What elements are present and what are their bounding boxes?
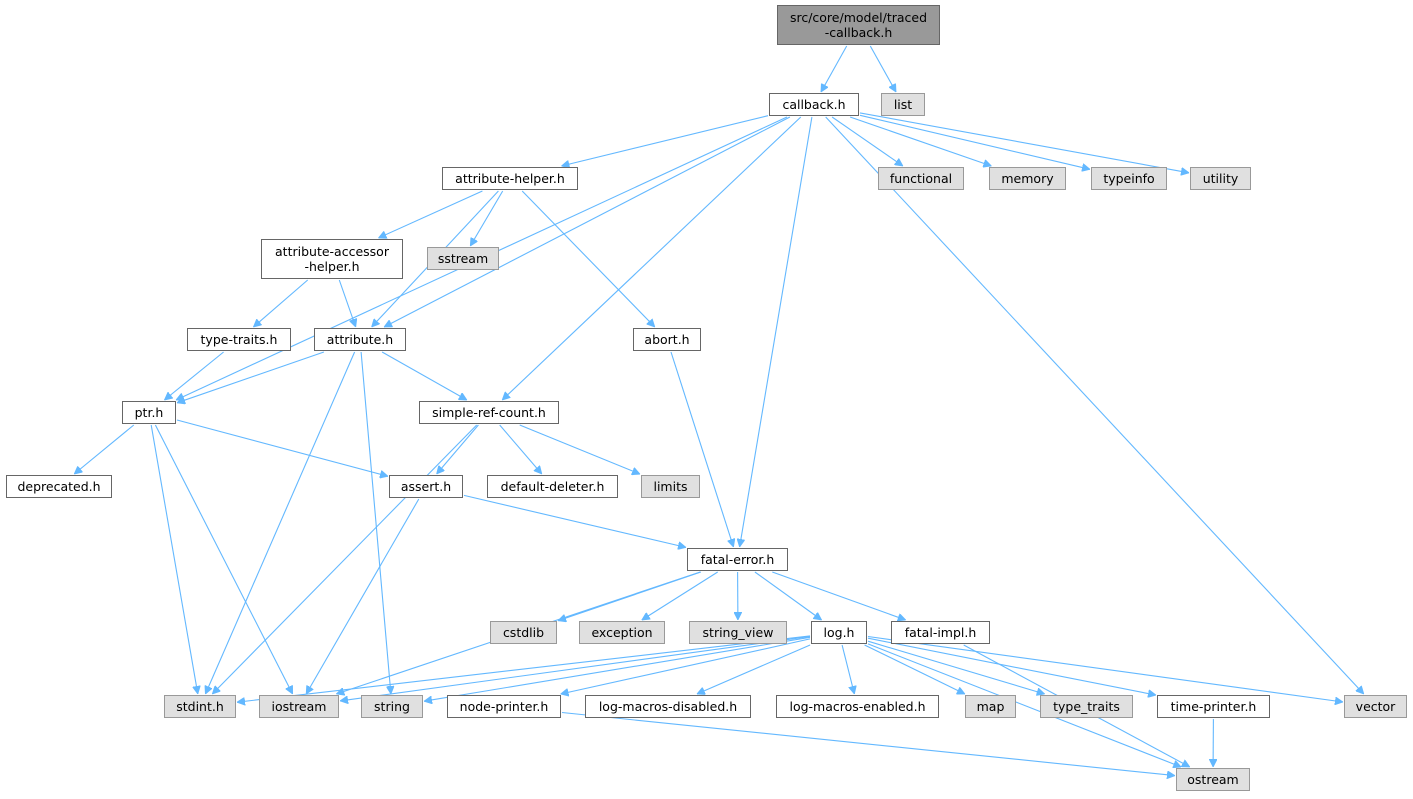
- edge-log-to-time-printer: [867, 637, 1156, 695]
- edge-simple-ref-count-to-stdint: [212, 424, 478, 694]
- node-memory: memory: [989, 167, 1066, 190]
- edge-callback-to-functional: [831, 116, 903, 166]
- node-cstdlib: cstdlib: [490, 621, 557, 644]
- edge-attribute-accessor-helper-to-type-traits-h: [253, 279, 309, 327]
- edge-attribute-to-string: [360, 351, 391, 694]
- edge-simple-ref-count-to-limits: [519, 424, 640, 474]
- edge-traced-callback-to-list: [869, 45, 897, 92]
- node-attribute[interactable]: attribute.h: [314, 328, 406, 351]
- edge-node-printer-to-ostream: [561, 711, 1175, 776]
- node-node-printer[interactable]: node-printer.h: [447, 695, 561, 718]
- edge-log-to-vector: [867, 635, 1343, 703]
- edge-log-to-ostream: [867, 643, 1181, 767]
- node-stdint: stdint.h: [164, 695, 236, 718]
- edge-fatal-error-to-exception: [642, 571, 718, 620]
- edge-attribute-accessor-helper-to-attribute: [338, 279, 355, 327]
- node-default-deleter[interactable]: default-deleter.h: [487, 475, 618, 498]
- edge-assert-to-fatal-error: [463, 494, 686, 547]
- edge-log-to-string: [424, 636, 811, 701]
- edge-attribute-to-simple-ref-count: [381, 351, 467, 401]
- edge-callback-to-attribute-helper: [561, 115, 769, 166]
- node-functional: functional: [878, 167, 964, 190]
- edge-traced-callback-to-callback: [820, 45, 848, 92]
- node-log-macros-enabled[interactable]: log-macros-enabled.h: [776, 695, 939, 718]
- node-abort[interactable]: abort.h: [633, 328, 701, 351]
- edge-ptr-to-assert: [176, 419, 388, 476]
- edge-attribute-to-stdint: [205, 351, 356, 694]
- node-typeinfo: typeinfo: [1091, 167, 1167, 190]
- node-string-view: string_view: [689, 621, 787, 644]
- node-ptr[interactable]: ptr.h: [122, 401, 176, 424]
- edge-fatal-error-to-cstdlib: [558, 571, 702, 621]
- edge-log-to-log-macros-disabled: [697, 644, 811, 694]
- node-limits: limits: [641, 475, 700, 498]
- node-list: list: [881, 93, 925, 116]
- edge-attribute-helper-to-abort: [521, 190, 655, 327]
- edge-attribute-to-ptr: [177, 351, 325, 403]
- node-traced-callback: src/core/model/traced -callback.h: [777, 5, 940, 45]
- edge-callback-to-attribute: [384, 116, 791, 328]
- node-assert[interactable]: assert.h: [389, 475, 463, 498]
- edge-log-to-iostream: [340, 635, 811, 701]
- edge-abort-to-fatal-error: [670, 351, 734, 547]
- edge-log-to-map: [864, 644, 965, 695]
- edge-callback-to-vector: [825, 116, 1364, 694]
- node-callback[interactable]: callback.h: [769, 93, 859, 116]
- node-fatal-error[interactable]: fatal-error.h: [687, 548, 788, 571]
- edge-log-to-node-printer: [561, 638, 811, 694]
- edge-attribute-helper-to-sstream: [469, 190, 504, 246]
- node-exception: exception: [579, 621, 665, 644]
- edge-ptr-to-iostream: [154, 424, 294, 694]
- edge-callback-to-utility: [859, 112, 1189, 173]
- node-time-printer[interactable]: time-printer.h: [1157, 695, 1270, 718]
- edge-callback-to-simple-ref-count: [502, 116, 802, 400]
- edge-assert-to-iostream: [305, 498, 420, 694]
- edge-callback-to-typeinfo: [859, 114, 1090, 169]
- node-attribute-accessor-helper[interactable]: attribute-accessor -helper.h: [261, 239, 403, 279]
- edge-fatal-error-to-log: [754, 571, 822, 620]
- edge-callback-to-fatal-error: [740, 116, 813, 547]
- edge-simple-ref-count-to-default-deleter: [499, 424, 542, 474]
- node-deprecated[interactable]: deprecated.h: [6, 475, 112, 498]
- node-vector: vector: [1344, 695, 1407, 718]
- edge-log-to-log-macros-enabled: [841, 644, 854, 694]
- edge-log-to-type-traits: [867, 640, 1045, 694]
- node-type-traits: type_traits: [1040, 695, 1133, 718]
- edge-ptr-to-deprecated: [74, 424, 135, 474]
- edge-fatal-error-to-fatal-impl: [772, 571, 905, 620]
- edge-callback-to-memory: [849, 116, 991, 166]
- node-utility: utility: [1190, 167, 1251, 190]
- node-fatal-impl[interactable]: fatal-impl.h: [891, 621, 990, 644]
- node-log[interactable]: log.h: [811, 621, 867, 644]
- node-string: string: [361, 695, 423, 718]
- node-ostream: ostream: [1176, 768, 1250, 791]
- edge-ptr-to-stdint: [150, 424, 198, 694]
- node-attribute-helper[interactable]: attribute-helper.h: [442, 167, 578, 190]
- node-map: map: [965, 695, 1016, 718]
- edge-simple-ref-count-to-assert: [437, 424, 479, 474]
- node-log-macros-disabled[interactable]: log-macros-disabled.h: [585, 695, 751, 718]
- edge-log-to-stdint: [237, 635, 811, 702]
- edge-type-traits-h-to-ptr: [164, 351, 224, 400]
- node-type-traits-h[interactable]: type-traits.h: [187, 328, 291, 351]
- edge-attribute-helper-to-attribute-accessor-helper: [378, 190, 483, 238]
- node-sstream: sstream: [427, 247, 499, 270]
- node-simple-ref-count[interactable]: simple-ref-count.h: [419, 401, 559, 424]
- node-iostream: iostream: [259, 695, 339, 718]
